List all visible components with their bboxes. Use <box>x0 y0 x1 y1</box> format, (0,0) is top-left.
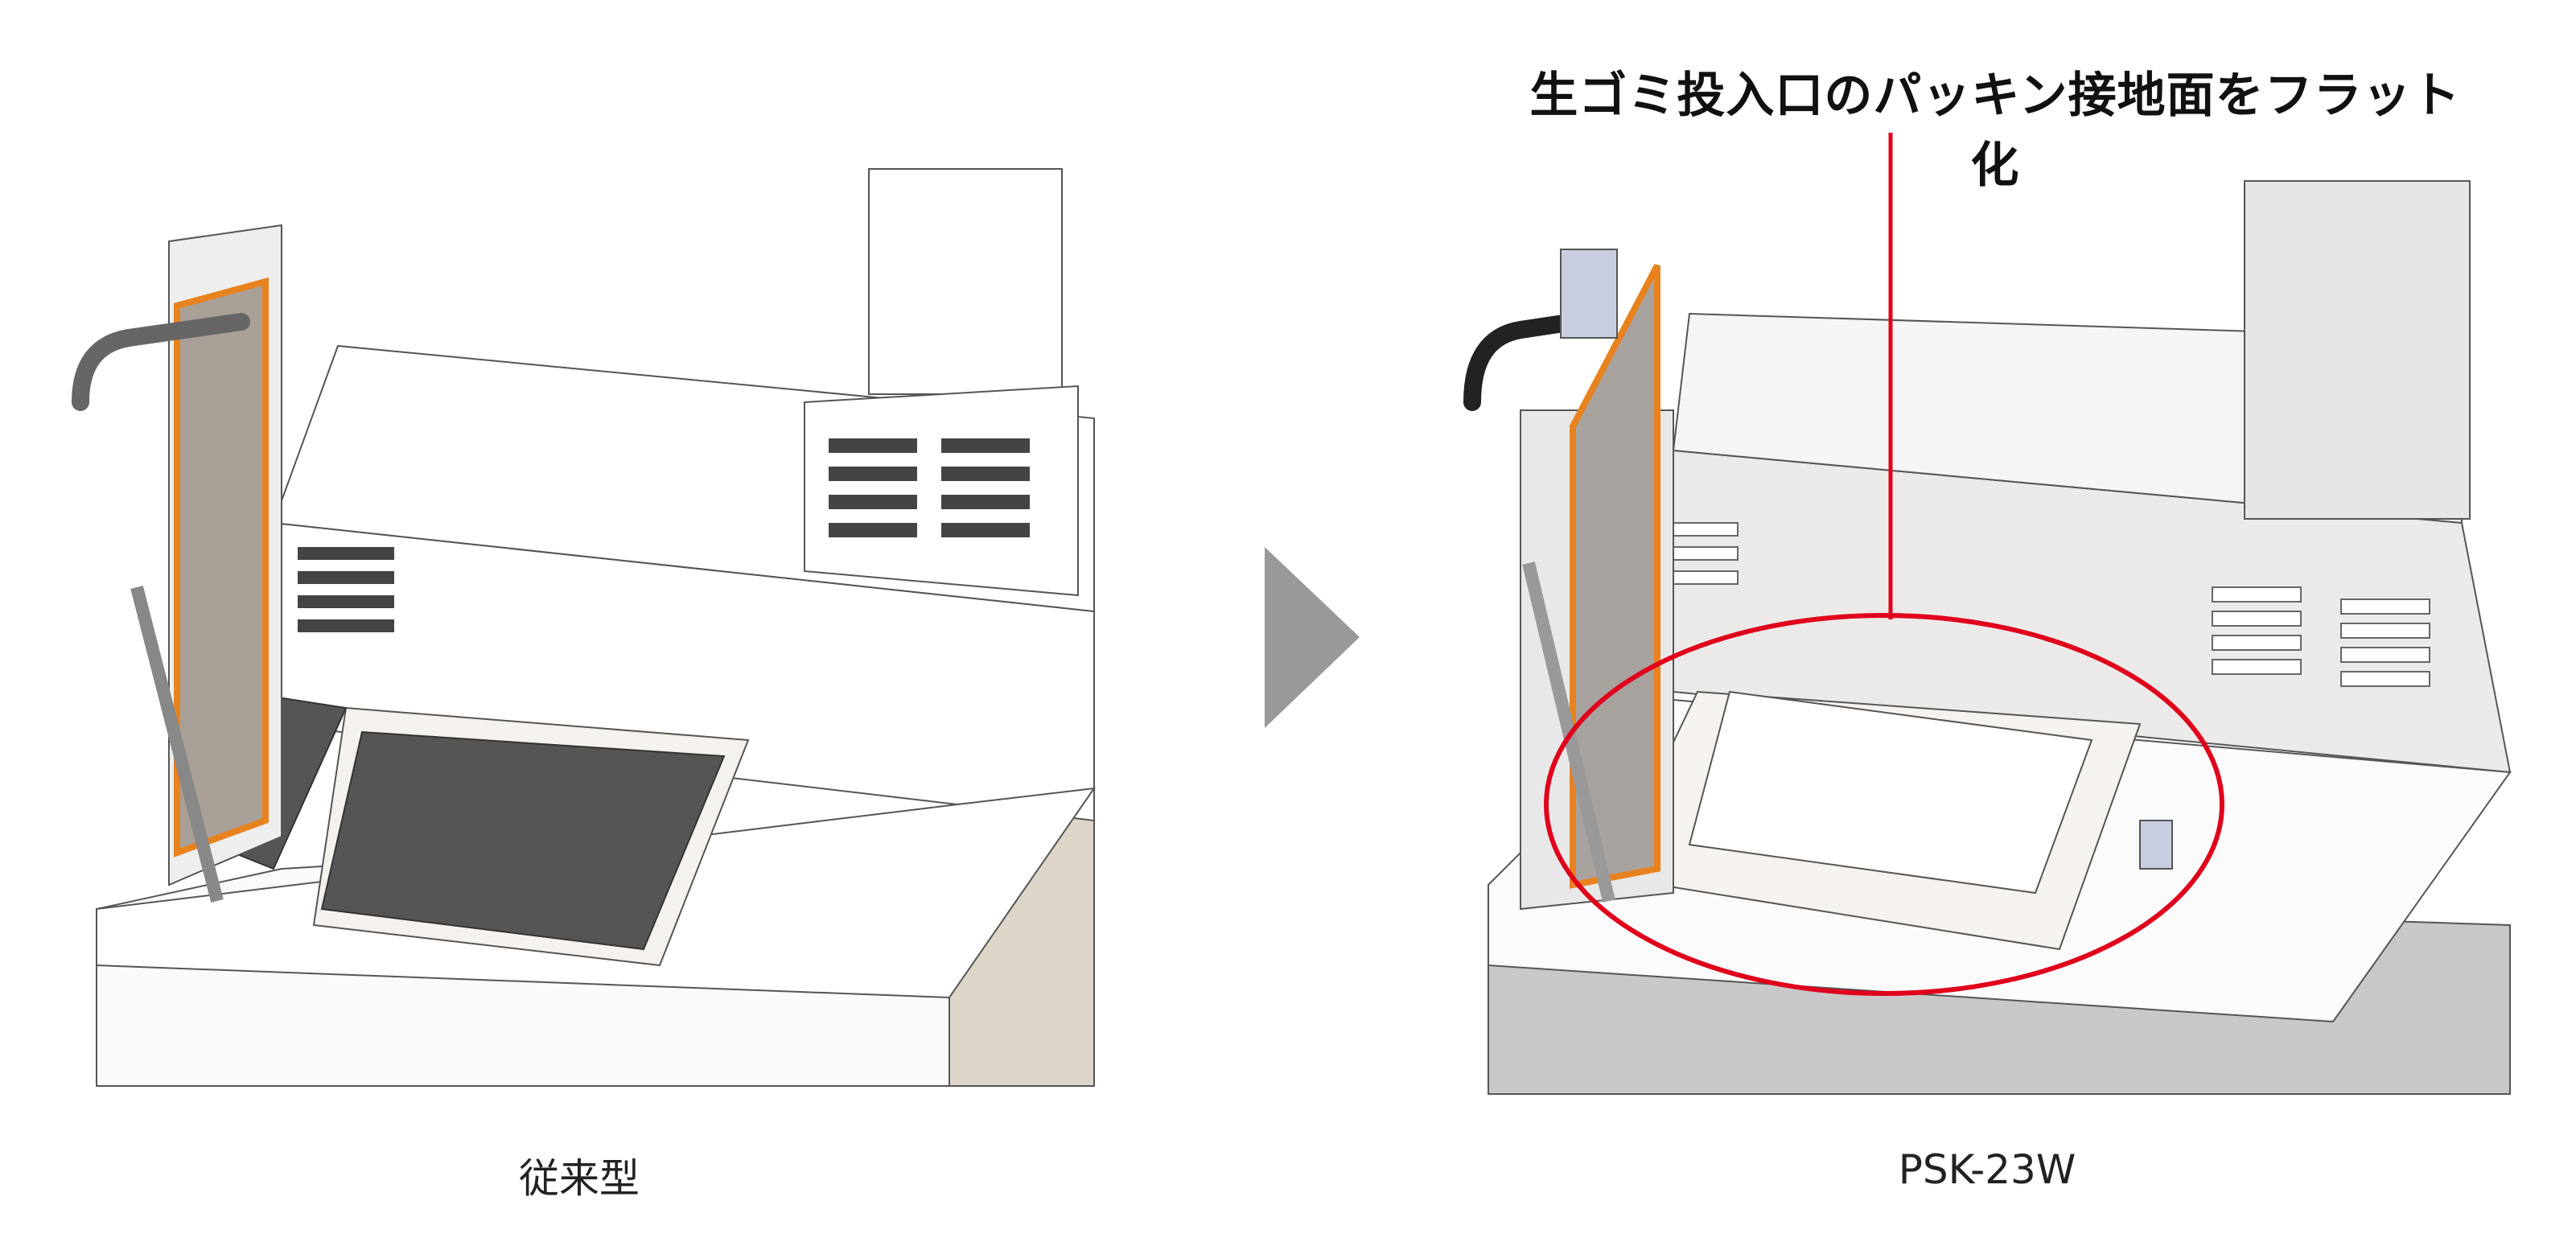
caption-psk-23w: PSK-23W <box>1898 1146 2076 1193</box>
headline: 生ゴミ投入口のパッキン接地面をフラット化 <box>1529 68 2461 194</box>
psk-23w-machine-illustration <box>1463 180 2512 1095</box>
arrow-right-icon <box>1265 547 1360 728</box>
highlight-ellipse <box>1544 613 2224 996</box>
conventional-machine-illustration <box>72 168 1097 1087</box>
caption-conventional: 従来型 <box>519 1155 640 1202</box>
